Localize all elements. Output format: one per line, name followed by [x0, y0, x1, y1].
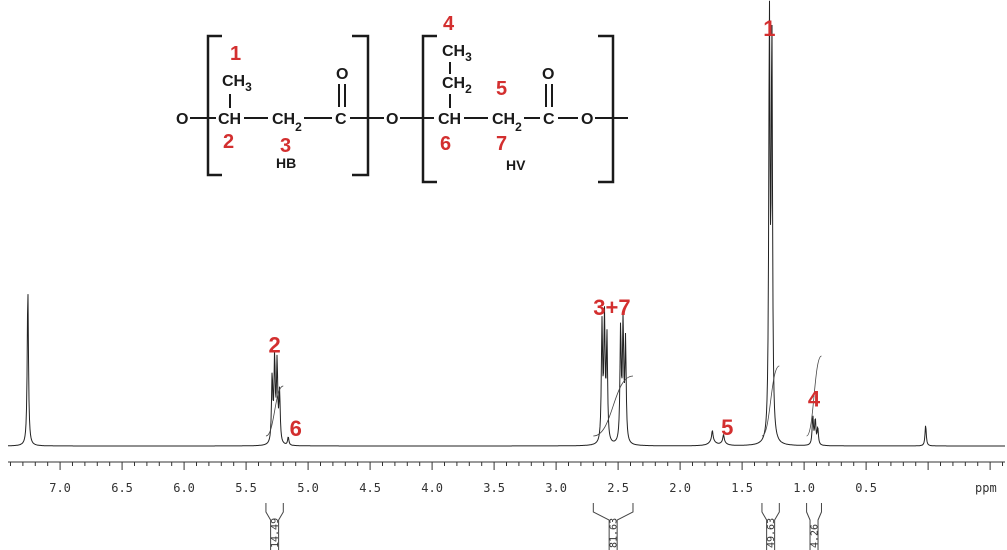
integral-bracket: [806, 503, 822, 550]
atom-hb-ch2: CH2: [272, 111, 302, 134]
structure-number-5: 5: [496, 78, 507, 100]
x-tick-label: 1.0: [793, 481, 815, 495]
integral-bracket: [761, 503, 780, 550]
hv-label: HV: [506, 157, 526, 173]
structure-number-3: 3: [280, 135, 291, 157]
x-tick-label: 3.5: [483, 481, 505, 495]
atom-hv-ch2a: CH2: [442, 75, 472, 96]
atom-hv-ch2b: CH2: [492, 111, 522, 134]
peak-label: 5: [721, 415, 733, 440]
integral-curve: [593, 375, 634, 437]
integral-value: 81.63: [609, 518, 620, 548]
peak-label: 1: [763, 16, 775, 41]
x-tick-label: 5.5: [235, 481, 257, 495]
x-tick-label: 6.0: [173, 481, 195, 495]
peak-label: 3+7: [593, 295, 630, 320]
atom-hv-ch3: CH3: [442, 43, 472, 64]
integral-brackets: 14.49 81.63 49.63 4.26: [265, 503, 822, 550]
x-tick-label: 2.5: [607, 481, 629, 495]
hv-bracket-right: [598, 34, 615, 184]
structure-number-1: 1: [230, 43, 241, 65]
structure-number-6: 6: [440, 133, 451, 155]
spectrum-trace: [8, 0, 1005, 447]
structure-number-2: 2: [223, 131, 234, 153]
chemical-structure: O CH3 CH CH2 C O O CH3 CH2 CH CH2 C O O …: [176, 13, 628, 184]
x-tick-label: 5.0: [297, 481, 319, 495]
atom-hb-ch: CH: [218, 111, 241, 128]
x-tick-label: 1.5: [731, 481, 753, 495]
x-tick-label: 7.0: [49, 481, 71, 495]
x-tick-label: 2.0: [669, 481, 691, 495]
atom-hb-ch3: CH3: [222, 73, 252, 94]
integral-bracket: [592, 503, 634, 550]
atom-hv-o-double: O: [542, 66, 554, 83]
atom-hb-o-double: O: [336, 66, 348, 83]
atom-hv-ch: CH: [438, 111, 461, 128]
peak-labels: 2 6 3+7 5 1 4: [268, 16, 820, 441]
x-tick-label: 3.0: [545, 481, 567, 495]
structure-number-4: 4: [443, 13, 455, 35]
integral-value: 4.26: [810, 524, 821, 548]
peak-label: 2: [268, 332, 280, 357]
integral-curve: [806, 355, 822, 437]
x-tick-label: 6.5: [111, 481, 133, 495]
atom-hv-c: C: [543, 111, 555, 128]
integral-value: 49.63: [766, 518, 777, 548]
integral-curve: [265, 385, 284, 437]
atom-o-left: O: [176, 111, 188, 128]
integral-curve: [761, 365, 780, 437]
structure-number-7: 7: [496, 133, 507, 155]
x-tick-label: 0.5: [855, 481, 877, 495]
integral-bracket: [265, 503, 284, 550]
hb-bracket-right: [352, 34, 370, 177]
atom-hv-o-end: O: [581, 111, 593, 128]
hb-label: HB: [276, 155, 296, 171]
atom-hb-c: C: [335, 111, 347, 128]
hv-bracket-left: [421, 34, 437, 184]
atom-o-mid: O: [386, 111, 398, 128]
peak-label: 4: [808, 387, 821, 412]
hb-bracket-left: [206, 34, 222, 177]
x-axis-unit-label: ppm: [975, 481, 997, 495]
x-tick-label: 4.0: [421, 481, 443, 495]
x-tick-label: 4.5: [359, 481, 381, 495]
x-axis-ticks: 7.0 6.5 6.0 5.5 5.0 4.5 4.0 3.5 3.0 2.5 2.0 1.5 1.0 0…: [9, 462, 1004, 495]
integral-curves: [265, 355, 822, 437]
integral-value: 14.49: [270, 518, 281, 548]
peak-label: 6: [290, 416, 302, 441]
